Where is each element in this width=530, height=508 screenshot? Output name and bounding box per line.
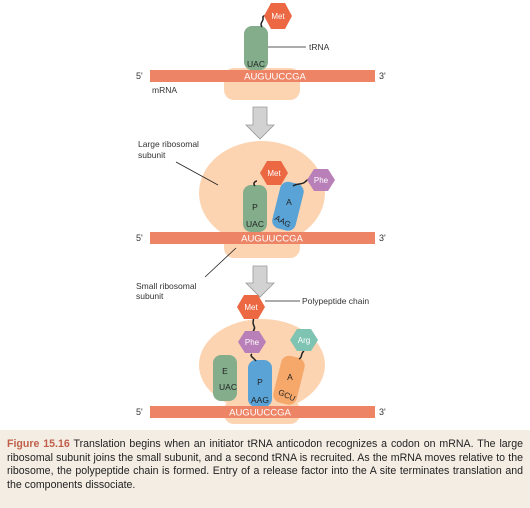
mrna-strand-1: [150, 70, 375, 82]
phe-amino-acid-3: [238, 331, 266, 353]
met-label-1: Met: [271, 12, 285, 21]
caption-text: Translation begins when an initiator tRN…: [7, 438, 523, 491]
five-prime-label-2: 5': [136, 233, 143, 243]
p-site-trna-2: [243, 185, 267, 232]
polypeptide-label: Polypeptide chain: [302, 296, 369, 306]
phe-label-3: Phe: [245, 338, 260, 347]
large-subunit-label-line1: Large ribosomal: [138, 139, 199, 149]
small-subunit-label-line2: subunit: [136, 291, 164, 301]
met-amino-acid-3: [237, 295, 265, 319]
mrna-strand-2: [150, 232, 375, 244]
p-site-label-2: P: [252, 202, 258, 212]
a-site-label-3: A: [287, 372, 293, 382]
five-prime-label-1: 5': [136, 71, 143, 81]
phe-amino-acid-2: [307, 169, 335, 191]
arg-amino-acid-3: [290, 329, 318, 351]
step-arrow-1: [245, 106, 275, 140]
three-prime-label-2: 3': [379, 233, 386, 243]
anticodon-uac-2: UAC: [246, 219, 264, 229]
a-site-trna-2: [272, 181, 304, 231]
amino-link-met-2: [253, 180, 258, 187]
a-site-label-2: A: [286, 197, 292, 207]
met-amino-acid-2: [260, 161, 288, 185]
three-prime-label-1: 3': [379, 71, 386, 81]
met-label-3: Met: [244, 303, 258, 312]
amino-link-arg-trna: [298, 350, 305, 360]
met-amino-acid-1: [264, 3, 292, 29]
figure-label: Figure 15.16: [7, 438, 70, 450]
codon-sequence-1: AUGUUCCGA: [244, 72, 306, 83]
codon-sequence-3: AUGUUCCGA: [229, 408, 291, 419]
p-site-trna-3: [248, 360, 272, 407]
codon-sequence-2: AUGUUCCGA: [241, 234, 303, 245]
anticodon-uac-1: UAC: [247, 59, 265, 69]
caption-background: [0, 430, 530, 508]
small-subunit-label-line1: Small ribosomal: [136, 281, 197, 291]
phe-label-2: Phe: [314, 176, 329, 185]
translation-diagram: 5' 3' AUGUUCCGA mRNA UAC Met tRNA P UAC …: [136, 3, 386, 424]
mrna-strand-3: [150, 406, 375, 418]
mrna-label: mRNA: [152, 85, 177, 95]
e-site-label-3: E: [222, 366, 228, 376]
arg-label-3: Arg: [298, 336, 310, 345]
met-label-2: Met: [267, 169, 281, 178]
e-site-trna-3: [213, 355, 237, 401]
panel-elongation: P UAC A AAG Met Phe 5' 3' AUGUUCCGA Larg…: [136, 139, 386, 301]
three-prime-label-3: 3': [379, 407, 386, 417]
small-subunit-pointer: [204, 247, 237, 278]
p-site-label-3: P: [257, 377, 263, 387]
amino-link-phe-trna: [250, 353, 257, 362]
five-prime-label-3: 5': [136, 407, 143, 417]
a-site-trna-3: [273, 355, 305, 405]
panel-translocation: E UAC P AAG A GCU Met Phe Arg Polypeptid…: [136, 295, 386, 424]
large-subunit-label-line2: subunit: [138, 150, 166, 160]
anticodon-aag-3: AAG: [251, 395, 269, 405]
panel-initiation: 5' 3' AUGUUCCGA mRNA UAC Met tRNA: [136, 3, 386, 100]
step-arrow-2: [245, 265, 275, 298]
trna-label: tRNA: [309, 42, 330, 52]
anticodon-uac-3: UAC: [219, 382, 237, 392]
large-subunit-pointer: [175, 161, 219, 186]
initiator-trna-1: [244, 26, 268, 70]
figure-caption: Figure 15.16 Translation begins when an …: [7, 438, 523, 492]
